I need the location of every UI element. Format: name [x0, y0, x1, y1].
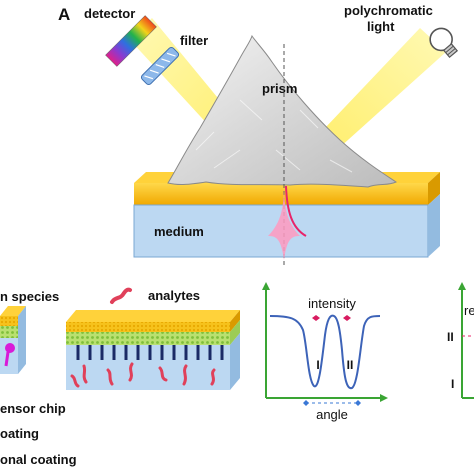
response-tick-i: I	[451, 377, 454, 391]
response-top-label: re	[464, 303, 474, 318]
detector-label: detector	[84, 6, 135, 21]
dip-label-ii: II	[347, 358, 354, 372]
legend-coating: oating	[0, 426, 39, 441]
polychromatic-label: polychromatic	[344, 3, 433, 18]
sensor-chip-center	[66, 310, 240, 390]
evanescent-wave-curve	[285, 185, 307, 237]
intensity-label: intensity	[308, 296, 356, 311]
angle-left-marker	[303, 400, 309, 406]
spectrum-plot: intensity I II angle	[262, 282, 388, 422]
medium-label: medium	[154, 224, 204, 239]
light-label: light	[367, 19, 395, 34]
spectrum-curve	[269, 314, 381, 390]
prism-texture	[195, 99, 353, 173]
legend-sensor-chip: ensor chip	[0, 401, 66, 416]
light-bulb-icon	[429, 27, 459, 59]
response-tick-ii: II	[447, 330, 454, 344]
spectrum-x-arrow	[380, 394, 388, 402]
intensity-right-marker	[343, 315, 351, 321]
spectrum-y-arrow	[262, 282, 270, 290]
angle-label: angle	[316, 407, 348, 422]
panel-label: A	[58, 5, 70, 24]
analyte-icon	[110, 287, 132, 304]
evanescent-field	[268, 184, 300, 260]
species-label: n species	[0, 289, 59, 304]
gold-film	[134, 183, 428, 205]
prism	[167, 34, 397, 188]
analytes-label: analytes	[148, 288, 200, 303]
medium-block-side	[428, 194, 440, 257]
prism-label: prism	[262, 81, 297, 96]
detector	[105, 15, 157, 67]
legend-functional-coating: onal coating	[0, 452, 77, 467]
intensity-left-marker	[312, 315, 320, 321]
filter-label: filter	[180, 33, 208, 48]
angle-right-marker	[355, 400, 361, 406]
dip-label-i: I	[316, 358, 319, 372]
response-y-arrow	[458, 282, 466, 290]
filter	[140, 46, 180, 86]
sensor-chip-left	[0, 306, 26, 374]
response-plot: re II I	[447, 282, 474, 399]
